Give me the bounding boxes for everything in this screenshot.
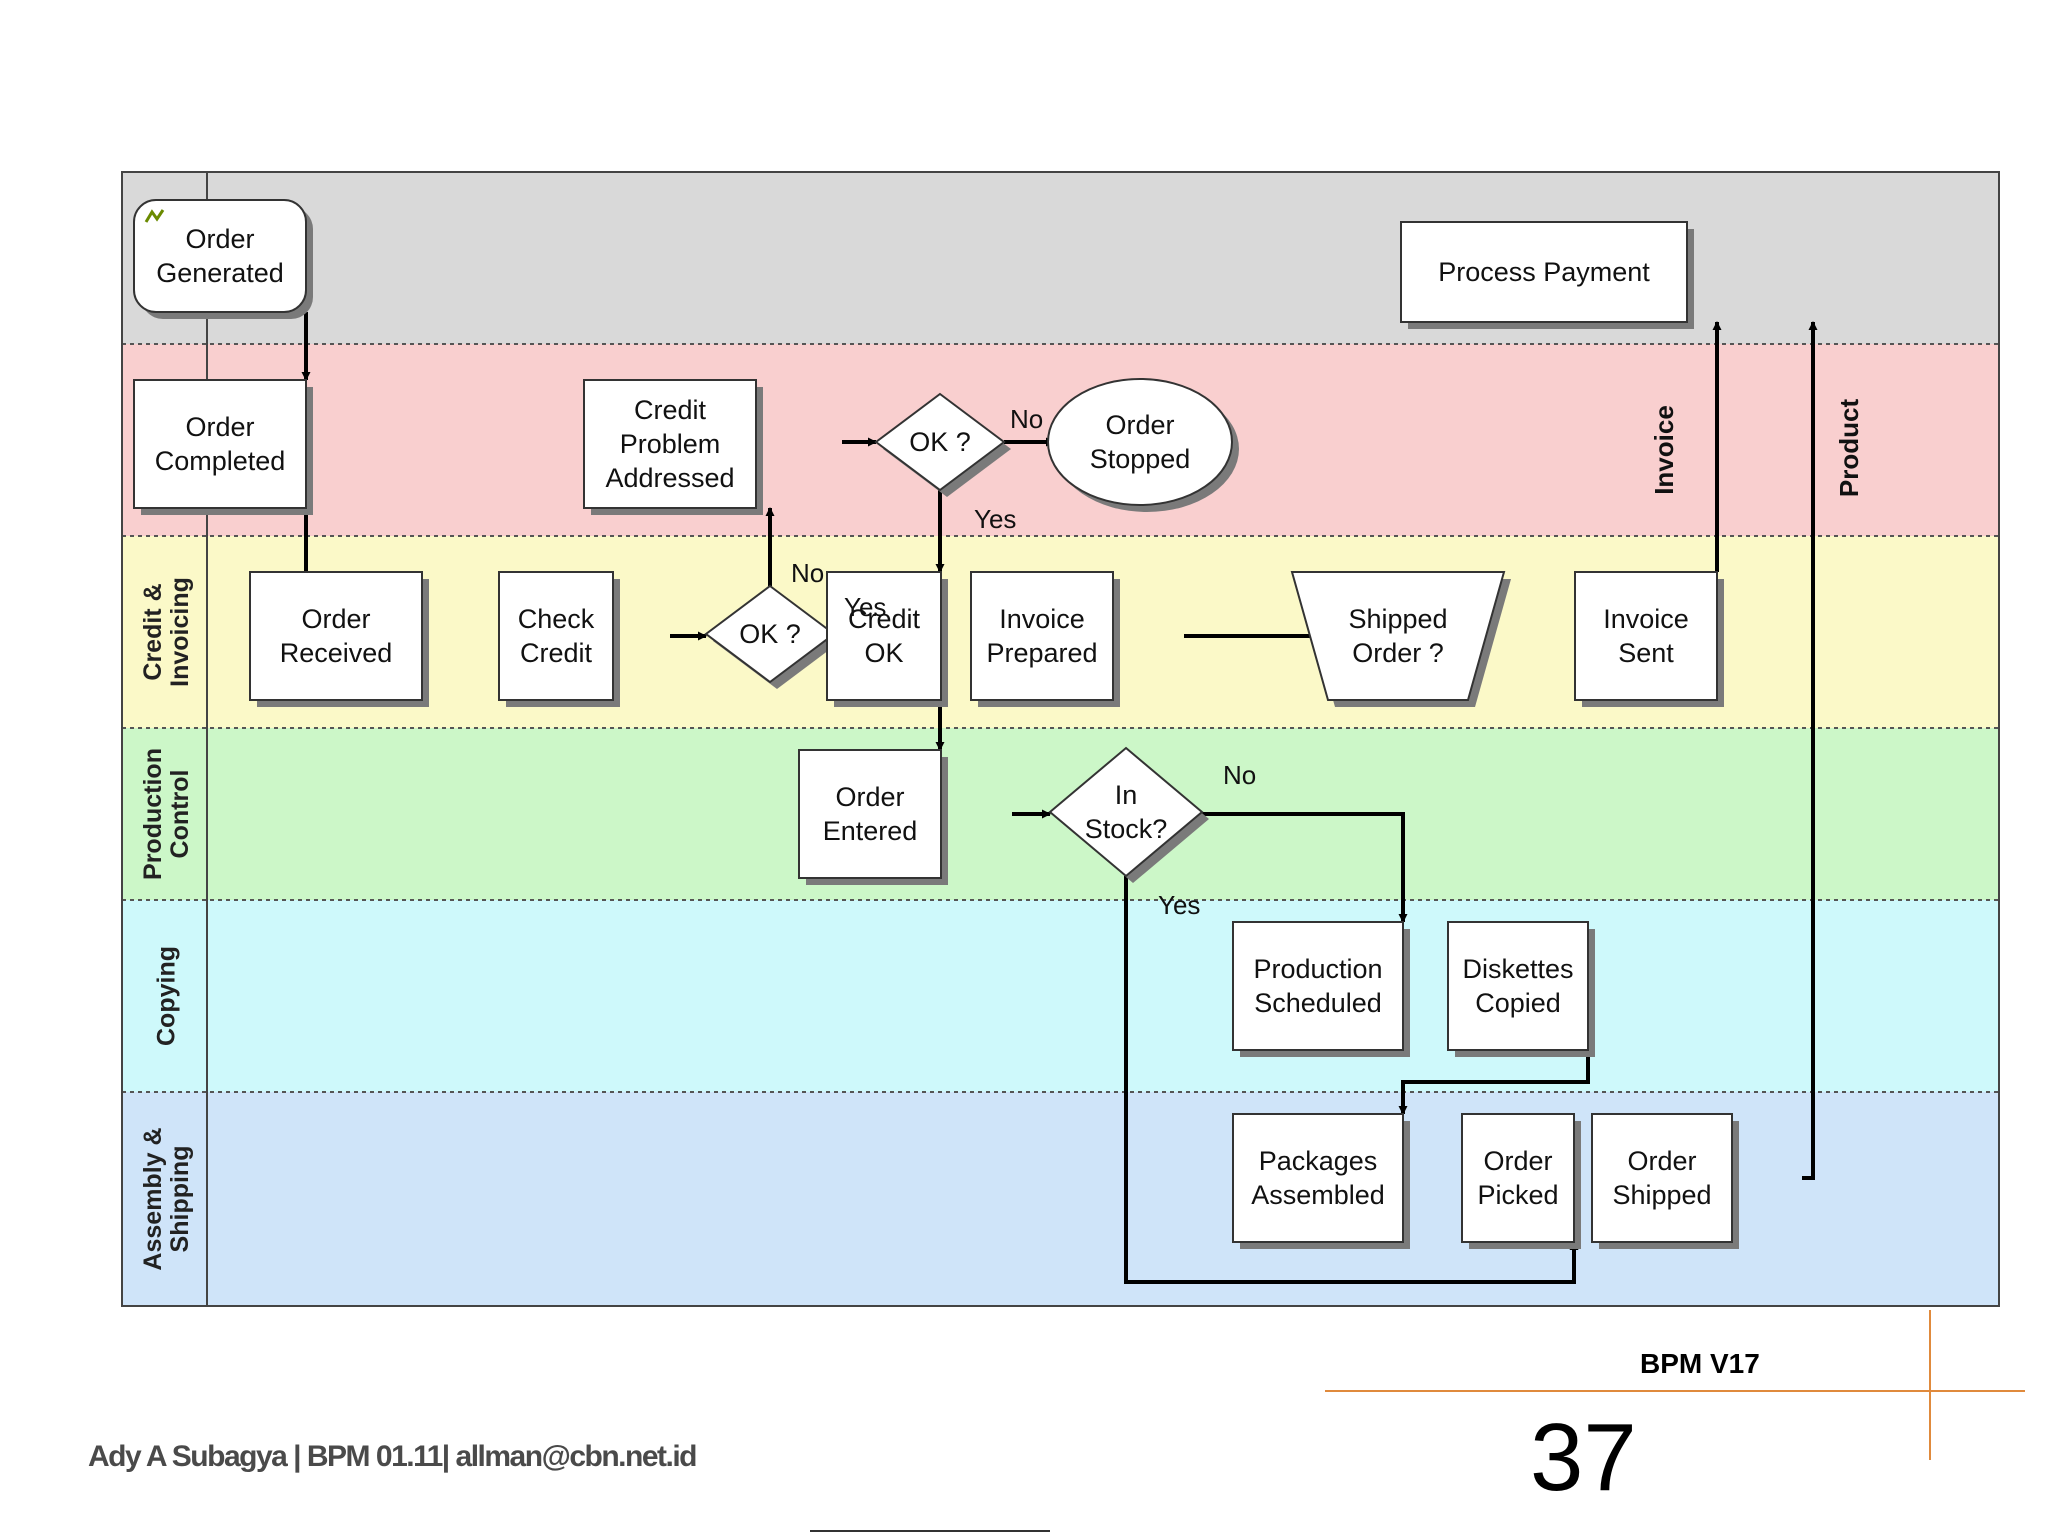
node-shape <box>133 199 307 313</box>
node-shape <box>1290 571 1506 701</box>
lane-background <box>122 900 1999 1092</box>
swimlane: Copying <box>122 899 1999 1092</box>
footer-author: Ady A Subagya | BPM 01.11| allman@cbn.ne… <box>88 1440 698 1473</box>
node-shape <box>583 379 757 509</box>
diagram-frame <box>121 171 2000 1307</box>
node-shape <box>826 571 942 701</box>
node-label: Process Payment <box>1438 257 1650 287</box>
lane-background <box>122 172 1999 344</box>
flow-arrow <box>1124 876 1579 1284</box>
node-shape <box>704 584 836 684</box>
node-shape <box>1232 1113 1404 1243</box>
node-label: OK ? <box>909 427 971 457</box>
node-shape <box>874 392 1006 492</box>
start-marker-icon <box>144 209 165 223</box>
edge-label-product-flow: Product <box>1834 399 1864 498</box>
process-payment: Process Payment <box>1400 221 1694 329</box>
node-shape <box>1461 1113 1575 1243</box>
deck-label: BPM V17 <box>1640 1348 1760 1379</box>
node-shape <box>798 749 942 879</box>
edge-label-no-in-stock: No <box>1223 760 1256 790</box>
node-shape <box>970 571 1114 701</box>
swimlane: Customer <box>122 172 1999 344</box>
flow-arrow <box>1202 812 1408 923</box>
node-shape <box>1400 221 1688 323</box>
page-number: 37 <box>1530 1404 1637 1511</box>
node-shape <box>249 571 423 701</box>
decorative-horizontal-line <box>1325 1390 2025 1392</box>
swimlane: Sales <box>122 343 1999 536</box>
node-shape <box>1232 921 1404 1051</box>
lane-label: Assembly &Shipping <box>139 1127 194 1270</box>
node-shape <box>133 379 307 509</box>
edge-label-yes-ok-credit: Yes <box>844 592 886 622</box>
ok-decision-sales: OK ? <box>874 392 1011 497</box>
edge-label-yes-ok-sales: Yes <box>974 504 1016 534</box>
node-shape <box>498 571 614 701</box>
node-shape <box>1447 921 1589 1051</box>
node-label: OK ? <box>739 619 801 649</box>
edge-label-invoice-flow: Invoice <box>1649 405 1679 495</box>
edge-label-no-ok-sales: No <box>1010 404 1043 434</box>
lane-label: Credit &Invoicing <box>139 577 194 687</box>
node-shape <box>1574 571 1718 701</box>
lane-label: Copying <box>153 946 181 1046</box>
footer-rule <box>810 1530 1050 1532</box>
edge-label-yes-in-stock: Yes <box>1158 890 1200 920</box>
flow-arrow <box>1398 1050 1590 1115</box>
edge-label-no-ok-credit: No <box>791 558 824 588</box>
node-shape <box>1591 1113 1733 1243</box>
decorative-vertical-line <box>1929 1310 1931 1460</box>
ok-decision-credit: OK ? <box>704 584 841 689</box>
flow-arrow <box>1802 321 1818 1180</box>
node-shape <box>1047 378 1233 506</box>
lane-label: ProductionControl <box>139 748 194 880</box>
node-shape <box>1048 746 1204 878</box>
